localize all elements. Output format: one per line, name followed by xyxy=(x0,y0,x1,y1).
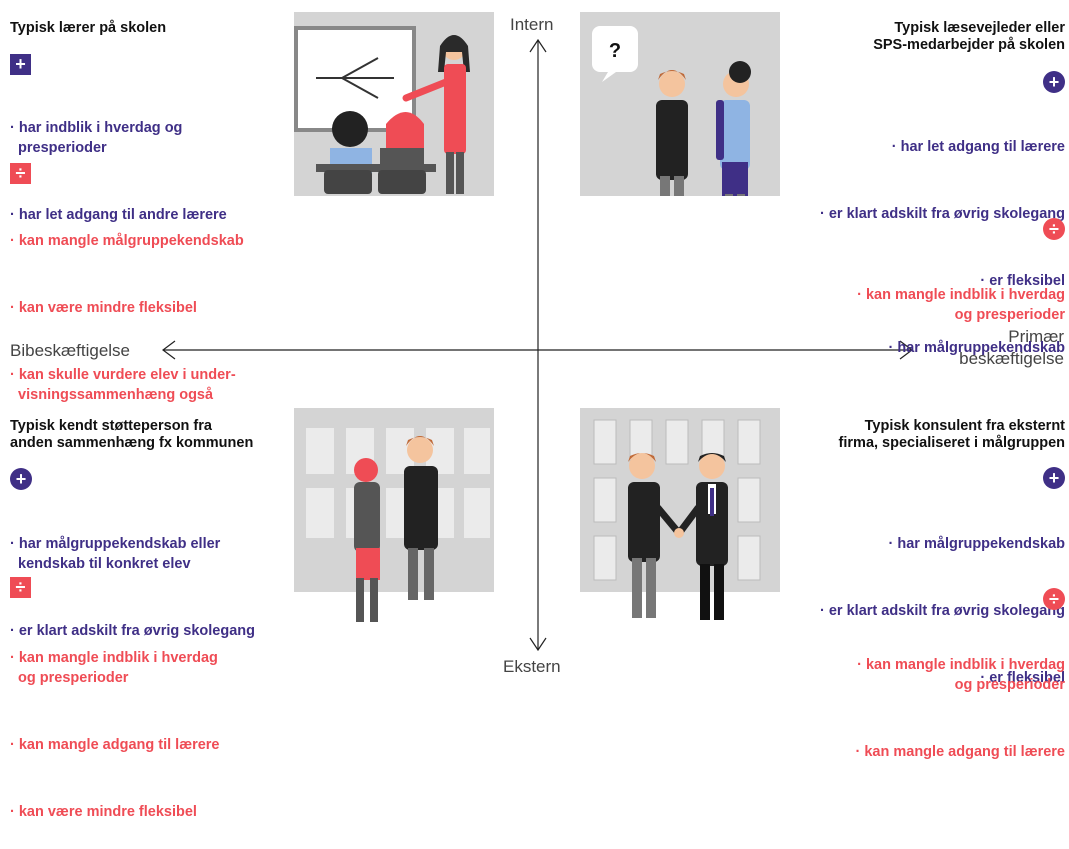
quadrant-title-top-left: Typisk lærer på skolen xyxy=(10,20,167,36)
divide-icon: ÷ xyxy=(1043,588,1065,610)
plus-icon: + xyxy=(10,468,32,490)
con-item: · kan mangle målgruppekendskab xyxy=(10,233,244,249)
axis-label-primaer-line1: Primær xyxy=(1008,327,1064,346)
axis-label-ekstern: Ekstern xyxy=(503,657,561,676)
con-item: · kan skulle vurdere elev i under- visni… xyxy=(10,367,236,403)
axis-label-bibeskaeftigelse: Bibeskæftigelse xyxy=(10,341,131,360)
quadrant-title-bottom-right: Typisk konsulent fra eksternt firma, spe… xyxy=(838,418,1065,451)
pro-item: · er klart adskilt fra øvrig skolegang xyxy=(10,623,255,639)
pro-item: · har indblik i hverdag og presperioder xyxy=(10,120,183,156)
plus-icon: + xyxy=(1043,71,1065,93)
plus-icon: + xyxy=(10,54,31,75)
pro-item: · er fleksibel xyxy=(980,670,1065,686)
pro-item: · har målgruppekendskab xyxy=(888,536,1065,552)
classroom-illustration xyxy=(294,12,494,196)
pro-item: · er klart adskilt fra øvrig skolegang xyxy=(820,206,1065,222)
handshake-illustration xyxy=(580,408,780,620)
cons-list-bottom-left: · kan mangle indblik i hverdag og prespe… xyxy=(10,608,220,849)
cons-list-top-right: · kan mangle indblik i hverdag og prespe… xyxy=(857,245,1065,352)
pro-item: · har målgruppekendskab xyxy=(888,340,1065,356)
pro-item: · har let adgang til andre lærere xyxy=(10,207,227,223)
pros-list-bottom-left: · har målgruppekendskab eller kendskab t… xyxy=(10,494,255,668)
axis-label-primaer: Primær beskæftigelse xyxy=(959,326,1064,370)
speech-bubble-text: ? xyxy=(609,40,621,62)
pro-item: · er fleksibel xyxy=(980,273,1065,289)
con-item: · kan være mindre fleksibel xyxy=(10,300,197,316)
quadrant-title-bottom-left: Typisk kendt støtteperson fra anden samm… xyxy=(10,418,254,451)
con-item: · kan mangle indblik i hverdag og prespe… xyxy=(857,657,1065,693)
pro-item: · har let adgang til lærere xyxy=(891,139,1065,155)
cons-list-bottom-right: · kan mangle indblik i hverdag og prespe… xyxy=(856,615,1066,789)
pros-list-top-left: · har indblik i hverdag og presperioder … xyxy=(10,78,227,252)
axes xyxy=(162,38,913,652)
axis-label-intern: Intern xyxy=(510,15,554,34)
divide-icon: ÷ xyxy=(1043,218,1065,240)
con-item: · kan mangle adgang til lærere xyxy=(855,744,1066,760)
pro-item: · har målgruppekendskab eller kendskab t… xyxy=(10,536,221,572)
plus-icon: + xyxy=(1043,467,1065,489)
conversation-illustration: ? xyxy=(580,12,780,196)
cons-list-top-left: · kan mangle målgruppekendskab · kan vær… xyxy=(10,191,244,432)
walking-illustration xyxy=(294,408,494,622)
con-item: · kan mangle indblik i hverdag og prespe… xyxy=(857,287,1065,323)
divide-icon: ÷ xyxy=(10,577,31,598)
divide-icon: ÷ xyxy=(10,163,31,184)
pros-list-top-right: · har let adgang til lærere · er klart a… xyxy=(820,97,1065,385)
quadrant-title-top-right: Typisk læsevejleder eller SPS-medarbejde… xyxy=(873,20,1065,53)
axis-label-primaer-line2: beskæftigelse xyxy=(959,349,1064,368)
con-item: · kan mangle indblik i hverdag og prespe… xyxy=(10,650,218,686)
con-item: · kan være mindre fleksibel xyxy=(10,804,197,820)
con-item: · kan mangle adgang til lærere xyxy=(10,737,220,753)
